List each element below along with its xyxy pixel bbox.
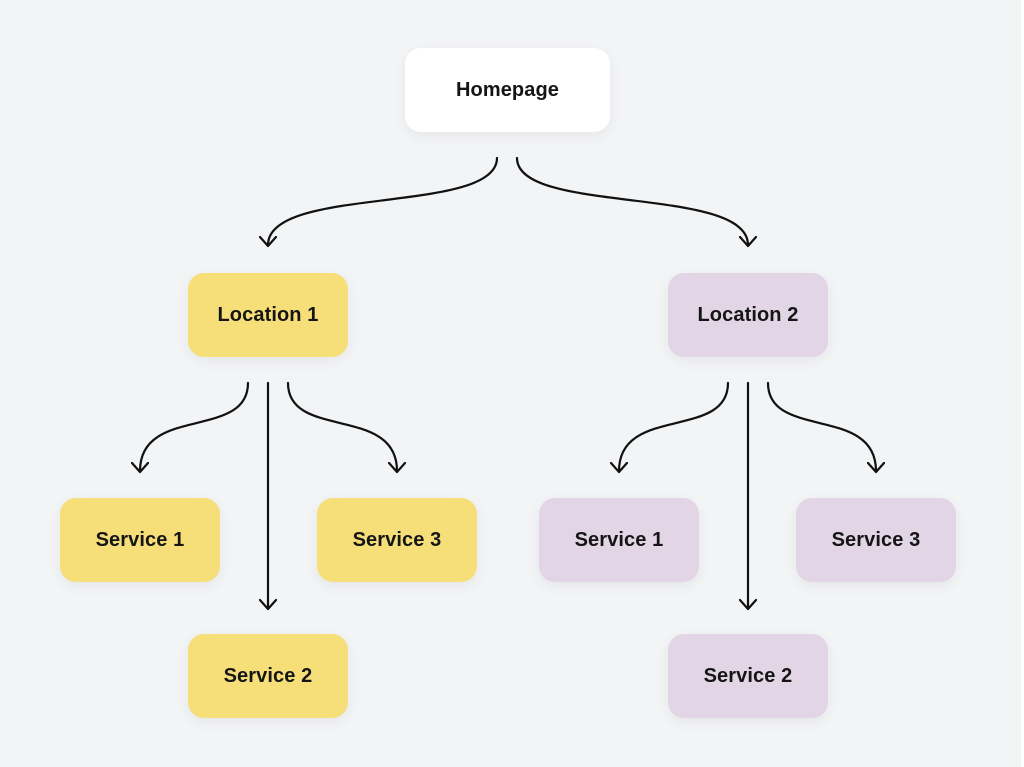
node-location-2-service-1-label: Service 1 (574, 528, 664, 551)
arrowhead-location-1-service-3 (387, 461, 407, 474)
node-location-2-service-2: Service 2 (668, 634, 828, 718)
connector-location-2-to-service-1 (617, 381, 730, 473)
node-location-2: Location 2 (668, 273, 828, 357)
node-location-1-service-3-label: Service 3 (352, 528, 442, 551)
node-location-1-service-1-label: Service 1 (95, 528, 185, 551)
connector-location-1-to-service-1 (138, 381, 250, 473)
connector-location-2-to-service-3 (766, 381, 878, 473)
right-edge-strip (1021, 0, 1024, 767)
node-location-1-label: Location 1 (217, 303, 319, 326)
node-location-2-service-3-label: Service 3 (831, 528, 921, 551)
node-location-1-service-2: Service 2 (188, 634, 348, 718)
arrowhead-location-1-service-2 (258, 598, 278, 611)
node-homepage: Homepage (405, 48, 610, 132)
node-location-1-service-2-label: Service 2 (223, 664, 313, 687)
node-location-1: Location 1 (188, 273, 348, 357)
connector-homepage-to-location-2 (515, 156, 750, 247)
arrowhead-location-1-service-1 (130, 461, 150, 474)
node-location-1-service-3: Service 3 (317, 498, 477, 582)
connector-homepage-to-location-1 (266, 156, 499, 247)
node-location-2-service-3: Service 3 (796, 498, 956, 582)
node-homepage-label: Homepage (455, 78, 560, 101)
node-location-1-service-1: Service 1 (60, 498, 220, 582)
arrowhead-location-1 (258, 235, 278, 248)
arrowhead-location-2 (738, 235, 758, 248)
node-location-2-label: Location 2 (697, 303, 799, 326)
node-location-2-service-1: Service 1 (539, 498, 699, 582)
arrowhead-location-2-service-2 (738, 598, 758, 611)
arrowhead-location-2-service-3 (866, 461, 886, 474)
connector-location-1-to-service-3 (286, 381, 399, 473)
arrowhead-location-2-service-1 (609, 461, 629, 474)
node-location-2-service-2-label: Service 2 (703, 664, 793, 687)
